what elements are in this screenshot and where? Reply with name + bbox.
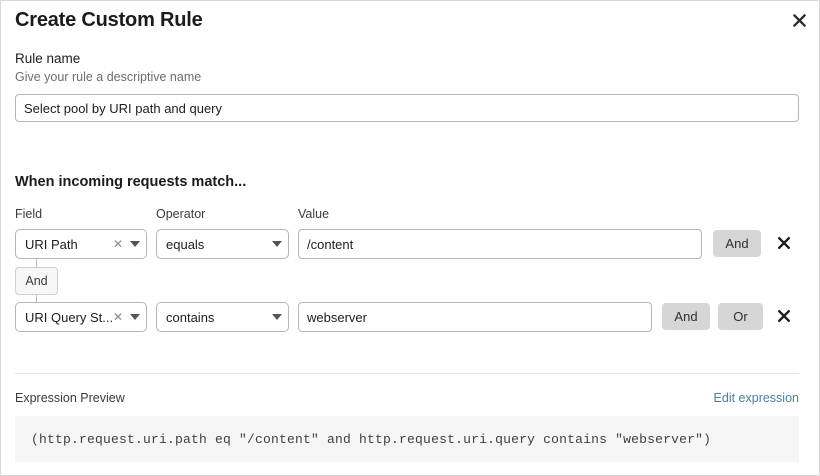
edit-expression-link[interactable]: Edit expression — [713, 391, 799, 405]
expression-preview-code: (http.request.uri.path eq "/content" and… — [31, 431, 712, 447]
close-icon[interactable] — [788, 9, 810, 31]
field-select-1-value: URI Path — [25, 236, 78, 252]
rule-name-block: Rule name Give your rule a descriptive n… — [15, 51, 799, 122]
match-section-heading: When incoming requests match... — [15, 174, 247, 190]
logic-connector: And — [15, 259, 75, 303]
section-divider — [15, 373, 799, 374]
expression-preview-header: Expression Preview Edit expression — [15, 391, 799, 409]
chevron-down-icon — [272, 314, 282, 320]
value-input-1[interactable] — [298, 229, 702, 259]
field-select-2-value: URI Query St... — [25, 309, 113, 325]
column-label-value: Value — [298, 207, 330, 221]
page-title: Create Custom Rule — [15, 9, 203, 31]
condition-row: URI Query St... ✕ contains And Or — [1, 302, 820, 332]
and-button-row-1[interactable]: And — [713, 230, 761, 257]
expression-preview-box: (http.request.uri.path eq "/content" and… — [15, 416, 799, 462]
operator-select-1[interactable]: equals — [156, 229, 289, 259]
chevron-down-icon — [130, 241, 140, 247]
connector-and-chip[interactable]: And — [15, 267, 58, 295]
expression-preview-title: Expression Preview — [15, 391, 125, 405]
clear-x-icon[interactable]: ✕ — [112, 237, 123, 251]
clear-x-icon[interactable]: ✕ — [112, 310, 123, 324]
rule-name-hint: Give your rule a descriptive name — [15, 70, 202, 84]
or-button-row-2[interactable]: Or — [718, 303, 763, 330]
operator-select-2[interactable]: contains — [156, 302, 289, 332]
delete-condition-button-1[interactable] — [773, 232, 795, 254]
connector-line-top — [36, 259, 37, 267]
operator-select-2-value: contains — [166, 309, 215, 325]
column-label-operator: Operator — [156, 207, 206, 221]
column-label-field: Field — [15, 207, 43, 221]
condition-row: URI Path ✕ equals And — [1, 229, 820, 259]
rule-name-input[interactable] — [15, 94, 799, 122]
condition-column-labels: Field Operator Value — [1, 207, 820, 223]
operator-select-1-value: equals — [166, 236, 205, 252]
connector-line-bottom — [36, 295, 37, 303]
chevron-down-icon — [272, 241, 282, 247]
chevron-down-icon — [130, 314, 140, 320]
delete-condition-button-2[interactable] — [773, 305, 795, 327]
field-select-1[interactable]: URI Path ✕ — [15, 229, 147, 259]
field-select-2[interactable]: URI Query St... ✕ — [15, 302, 147, 332]
rule-name-label: Rule name — [15, 51, 81, 66]
and-button-row-2[interactable]: And — [662, 303, 710, 330]
value-input-2[interactable] — [298, 302, 652, 332]
